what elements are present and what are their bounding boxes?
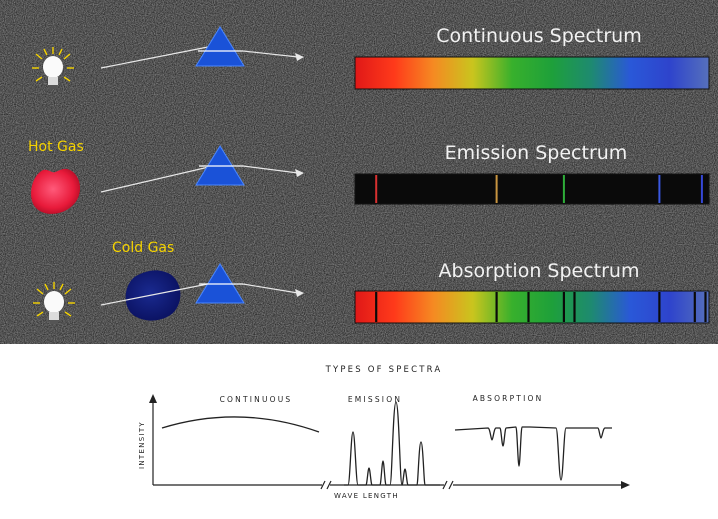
absorption-line bbox=[375, 292, 378, 322]
continuous-row: Continuous Spectrum bbox=[32, 25, 710, 90]
absorption-lines bbox=[375, 292, 707, 322]
spectra-diagram: Continuous Spectrum Hot Gas Emission Spe… bbox=[0, 0, 718, 344]
incoming-ray bbox=[100, 282, 214, 306]
absorption-row: Cold Gas Absorption Spectrum bbox=[33, 240, 710, 324]
emission-peaks bbox=[344, 401, 440, 486]
absorption-line bbox=[658, 292, 661, 322]
absorption-line bbox=[562, 292, 565, 322]
cold-gas-label: Cold Gas bbox=[112, 240, 174, 256]
x-axis-label: WAVE LENGTH bbox=[334, 492, 399, 500]
arrowhead-icon bbox=[295, 53, 304, 61]
hot-gas-cloud bbox=[31, 168, 81, 214]
continuous-label: CONTINUOUS bbox=[220, 395, 293, 404]
arrowhead-icon bbox=[295, 169, 304, 177]
prism-icon bbox=[195, 26, 245, 67]
axis-break-icon bbox=[320, 480, 454, 490]
outgoing-ray bbox=[242, 50, 299, 58]
absorption-curve bbox=[454, 426, 612, 481]
outgoing-ray bbox=[242, 283, 299, 294]
cold-gas-cloud bbox=[125, 270, 181, 321]
continuous-curve bbox=[161, 416, 320, 433]
continuous-title: Continuous Spectrum bbox=[436, 25, 641, 47]
x-axis-arrow-icon bbox=[621, 481, 630, 489]
y-axis-label: INTENSITY bbox=[138, 421, 146, 469]
outgoing-ray bbox=[242, 165, 299, 174]
emission-line bbox=[495, 175, 498, 203]
emission-title: Emission Spectrum bbox=[445, 142, 628, 164]
emission-lines bbox=[375, 175, 703, 203]
y-axis-arrow-icon bbox=[149, 394, 157, 403]
absorption-line bbox=[495, 292, 498, 322]
absorption-title: Absorption Spectrum bbox=[439, 260, 640, 282]
emission-line bbox=[375, 175, 378, 203]
absorption-line bbox=[573, 292, 576, 322]
absorption-line bbox=[693, 292, 696, 322]
emission-line bbox=[658, 175, 661, 203]
emission-spectrum-bar bbox=[354, 173, 710, 205]
arrowhead-icon bbox=[295, 289, 304, 297]
absorption-label: ABSORPTION bbox=[473, 394, 544, 403]
emission-line bbox=[700, 175, 703, 203]
incoming-ray bbox=[100, 165, 214, 193]
absorption-line bbox=[704, 292, 707, 322]
emission-label: EMISSION bbox=[348, 395, 402, 404]
emission-row: Hot Gas Emission Spectrum bbox=[28, 139, 710, 214]
lightbulb-icon bbox=[33, 282, 75, 324]
absorption-spectrum-bar bbox=[354, 290, 710, 324]
emission-line bbox=[562, 175, 565, 203]
lightbulb-icon bbox=[32, 47, 74, 89]
intensity-graph: TYPES OF SPECTRA CONTINUOUS EMISSION ABS… bbox=[0, 344, 718, 519]
hot-gas-label: Hot Gas bbox=[28, 139, 84, 155]
absorption-line bbox=[527, 292, 530, 322]
graph-title: TYPES OF SPECTRA bbox=[325, 365, 443, 375]
continuous-spectrum-bar bbox=[354, 56, 710, 90]
incoming-ray bbox=[100, 45, 214, 69]
